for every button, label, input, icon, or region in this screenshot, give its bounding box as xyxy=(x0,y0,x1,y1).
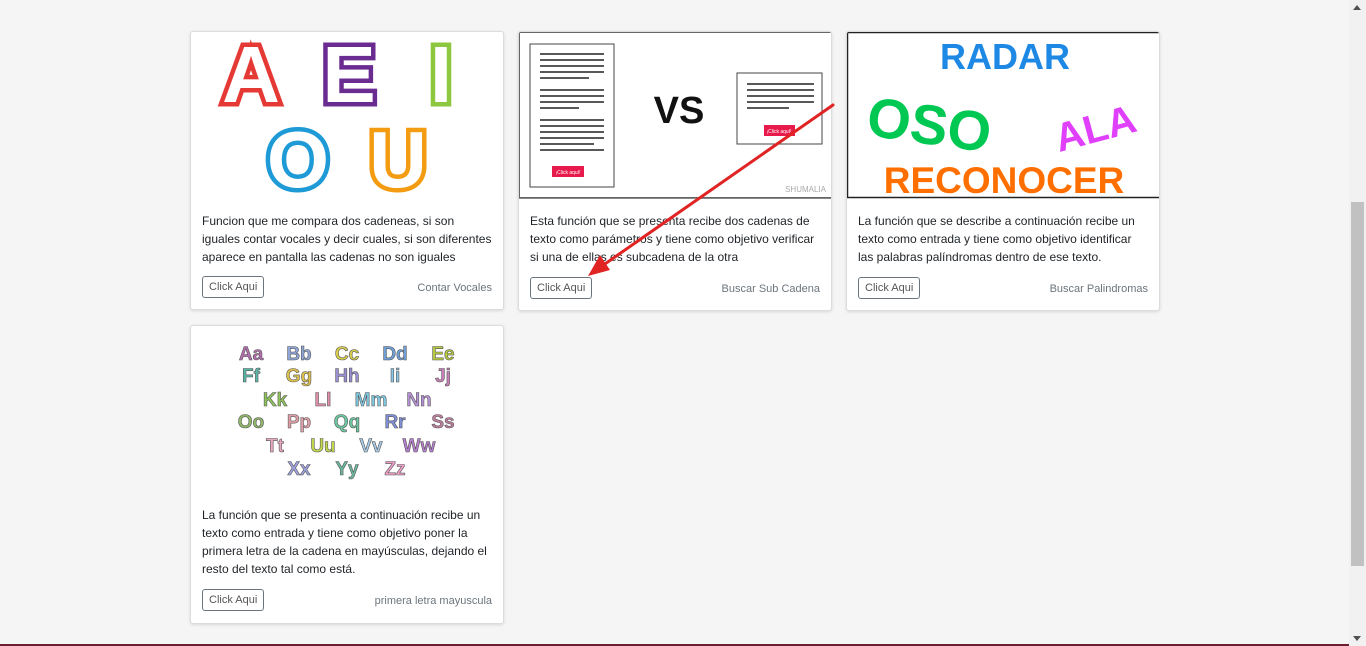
card-image-vowels: A E I O U xyxy=(191,32,503,199)
alphabet-pair: Ii xyxy=(390,366,401,387)
vs-text: VS xyxy=(654,90,705,132)
word-reconocer: RECONOCER xyxy=(884,160,1125,199)
letter-i: I xyxy=(430,32,452,119)
alphabet-pair: Pp xyxy=(287,412,311,433)
word-radar: RADAR xyxy=(940,36,1070,77)
alphabet-pair: Yy xyxy=(335,459,359,480)
alphabet-pair: Vv xyxy=(359,436,383,457)
alphabet-pair: Hh xyxy=(334,366,359,387)
alphabet-pair: Xx xyxy=(287,459,311,480)
alphabet-pair: Uu xyxy=(310,436,335,457)
card-meta-link: Contar Vocales xyxy=(417,282,492,294)
card-description: La función que se presenta a continuació… xyxy=(202,508,487,576)
letter-o: O xyxy=(267,115,329,199)
alphabet-pair: Jj xyxy=(435,366,451,387)
alphabet-pair: Ff xyxy=(242,366,261,387)
scroll-thumb[interactable] xyxy=(1351,202,1364,566)
alphabet-pair: Dd xyxy=(382,344,407,365)
alphabet-pair: Mm xyxy=(355,390,388,411)
card-description: Esta función que se presenta recibe dos … xyxy=(530,214,815,264)
letter-u: U xyxy=(369,115,427,199)
scroll-up-icon[interactable] xyxy=(1353,5,1361,10)
card-image-subcadena: ¡Click aquí! VS ¡Click aquí! SHUMALIA xyxy=(519,32,831,199)
card-meta-link: primera letra mayuscula xyxy=(374,595,492,607)
click-aqui-button[interactable]: Click Aqui xyxy=(202,276,265,298)
doc-button-text-small: ¡Click aquí! xyxy=(766,129,791,135)
alphabet-pair: Gg xyxy=(286,366,312,387)
alphabet-pair: Cc xyxy=(335,344,360,365)
watermark: SHUMALIA xyxy=(785,185,827,194)
doc-button-text-large: ¡Click aquí! xyxy=(555,170,580,176)
alphabet-pair: Tt xyxy=(266,436,285,457)
click-aqui-button[interactable]: Click Aqui xyxy=(202,589,265,611)
card-meta-link: Buscar Sub Cadena xyxy=(721,283,820,295)
letter-e: E xyxy=(322,32,375,119)
card-meta-link: Buscar Palindromas xyxy=(1049,283,1148,295)
alphabet-pair: Qq xyxy=(334,412,360,433)
card-description: La función que se describe a continuació… xyxy=(858,214,1135,264)
alphabet-pair: Rr xyxy=(384,412,406,433)
alphabet-pair: Ss xyxy=(431,412,454,433)
scroll-down-icon[interactable] xyxy=(1353,636,1361,641)
doc-lines-large xyxy=(540,53,604,151)
alphabet-pair: Aa xyxy=(239,344,264,365)
card-buscar-sub-cadena: ¡Click aquí! VS ¡Click aquí! SHUMALIA Es… xyxy=(518,31,832,311)
footer-bar xyxy=(0,644,1349,646)
scrollbar[interactable] xyxy=(1349,0,1366,646)
click-aqui-button[interactable]: Click Aqui xyxy=(858,277,921,299)
card-buscar-palindromas: RADAR OSO ALA RECONOCER La función que s… xyxy=(846,31,1160,311)
card-image-palindromas: RADAR OSO ALA RECONOCER xyxy=(847,32,1159,199)
alphabet-pair: Ee xyxy=(431,344,454,365)
letter-a: A xyxy=(222,32,280,119)
alphabet-pair: Ww xyxy=(403,436,436,457)
card-contar-vocales: A E I O U Funcion que me compara dos cad… xyxy=(190,31,504,310)
click-aqui-button[interactable]: Click Aqui xyxy=(530,277,593,299)
card-description: Funcion que me compara dos cadeneas, si … xyxy=(202,214,492,264)
alphabet-pair: Oo xyxy=(238,412,264,433)
alphabet-pair: Nn xyxy=(406,390,431,411)
alphabet-pair: Ll xyxy=(315,390,332,411)
alphabet-pair: Kk xyxy=(263,390,288,411)
alphabet-pair: Zz xyxy=(384,459,405,480)
alphabet-pair: Bb xyxy=(286,344,311,365)
